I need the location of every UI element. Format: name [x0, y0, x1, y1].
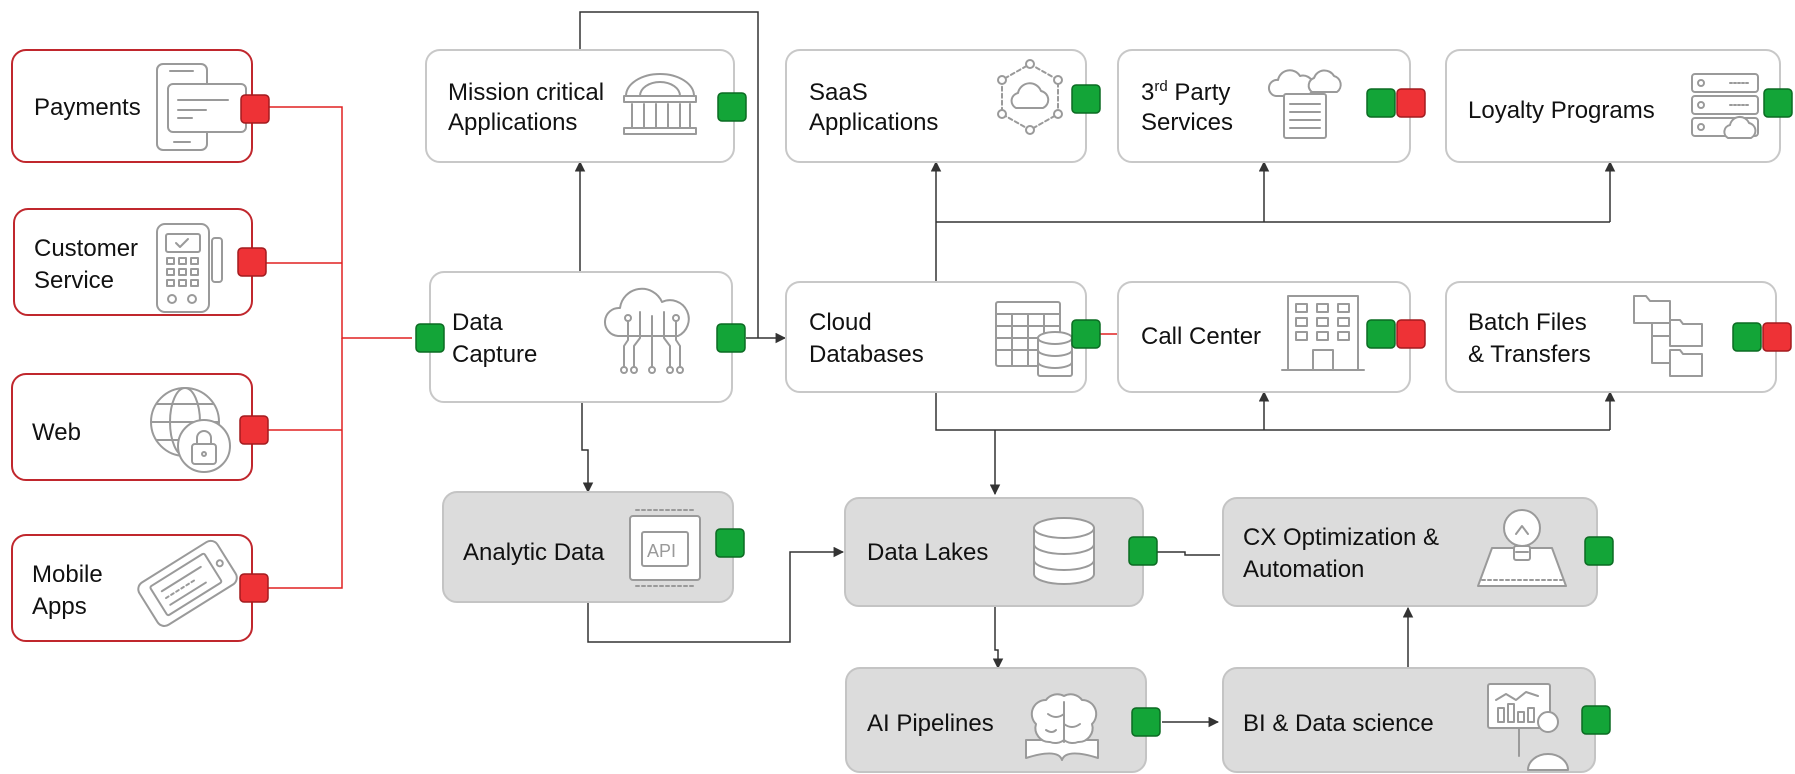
database-icon: [1033, 517, 1095, 585]
status-ok-indicator: [715, 528, 745, 558]
node-label: Call Center: [1141, 323, 1261, 350]
connector-cloud-bus-bottom: [935, 392, 1610, 431]
connector-capture-to-analytic: [581, 402, 594, 494]
smartphone-icon: [137, 539, 238, 627]
node-mission-critical[interactable]: Mission critical Applications: [425, 49, 747, 163]
node-label-line-2: Capture: [452, 341, 537, 368]
node-label: Data Lakes: [867, 539, 988, 566]
connector-data-lakes-to-cx: [1155, 551, 1220, 556]
source-customer-service[interactable]: Customer Service: [13, 208, 267, 316]
node-label: AI Pipelines: [867, 710, 994, 737]
status-ok-indicator: [1732, 322, 1762, 352]
status-alert-indicator: [240, 94, 270, 124]
node-label-line-1: Cloud: [809, 309, 872, 336]
api-chip-icon: API: [629, 509, 701, 587]
node-label-line-1: 3rd Party: [1141, 78, 1230, 106]
node-label-line-2: Services: [1141, 109, 1233, 136]
lightbulb-icon: [1477, 509, 1567, 587]
node-label-line-1: Data: [452, 309, 503, 336]
node-call-center[interactable]: Call Center: [1117, 281, 1426, 393]
node-label-line-2: Automation: [1243, 556, 1364, 583]
node-analytic-data[interactable]: Analytic Data API: [442, 491, 745, 603]
node-cx-optimization[interactable]: CX Optimization & Automation: [1222, 497, 1614, 607]
node-label-line-2: & Transfers: [1468, 341, 1591, 368]
connector-mobile-apps: [268, 338, 343, 589]
status-ok-indicator: [1128, 536, 1158, 566]
connector-mission-loop: [579, 11, 759, 338]
status-alert-indicator: [1396, 319, 1426, 349]
globe-lock-icon: [150, 387, 231, 473]
status-ok-indicator-input: [415, 323, 445, 353]
node-data-lakes[interactable]: Data Lakes: [844, 497, 1158, 607]
third-party-word: Party: [1168, 79, 1231, 106]
server-cloud-icon: [1691, 73, 1759, 139]
source-label: Web: [32, 419, 81, 446]
node-batch-files[interactable]: Batch Files & Transfers: [1445, 281, 1792, 393]
status-alert-indicator: [1396, 88, 1426, 118]
api-chip-glyph: API: [647, 541, 676, 561]
brain-book-icon: [1025, 693, 1099, 761]
node-label: Analytic Data: [463, 539, 605, 566]
status-alert-indicator: [1762, 322, 1792, 352]
node-bi-data-science[interactable]: BI & Data science: [1222, 667, 1611, 773]
bank-building-icon: [623, 73, 697, 135]
status-ok-indicator: [1366, 88, 1396, 118]
status-ok-indicator: [1071, 319, 1101, 349]
office-building-icon: [1281, 295, 1365, 371]
status-ok-indicator: [1071, 84, 1101, 114]
folder-tree-icon: [1633, 295, 1703, 377]
third-party-superscript: rd: [1154, 78, 1167, 95]
pos-terminal-icon: [156, 223, 223, 313]
status-ok-indicator: [1763, 88, 1793, 118]
node-loyalty[interactable]: Loyalty Programs: [1445, 49, 1793, 163]
cloud-circuit-icon: [603, 287, 690, 374]
third-party-number: 3: [1141, 79, 1154, 106]
connector-analytic-to-data-lakes: [587, 546, 845, 643]
node-label-line-2: Databases: [809, 341, 924, 368]
connector-data-lakes-to-ai: [992, 606, 1004, 670]
node-label-line-2: Applications: [448, 109, 577, 136]
card-reader-icon: [156, 63, 247, 151]
node-third-party[interactable]: 3rd Party Services: [1117, 49, 1426, 163]
status-ok-indicator-output: [716, 323, 746, 353]
status-alert-indicator: [239, 415, 269, 445]
status-ok-indicator: [1366, 319, 1396, 349]
node-label-line-2: Applications: [809, 109, 938, 136]
cloud-network-icon: [997, 59, 1063, 135]
presenter-chart-icon: [1487, 683, 1569, 771]
source-payments[interactable]: Payments: [11, 49, 270, 163]
table-database-icon: [995, 301, 1073, 377]
connector-payments: [268, 106, 412, 339]
node-data-capture[interactable]: Data Capture: [415, 271, 746, 403]
node-cloud-databases[interactable]: Cloud Databases: [785, 281, 1101, 393]
source-label-line-2: Service: [34, 267, 114, 294]
node-label: BI & Data science: [1243, 710, 1434, 737]
node-label-line-1: Mission critical: [448, 79, 604, 106]
node-ai-pipelines[interactable]: AI Pipelines: [845, 667, 1161, 773]
source-label-line-1: Mobile: [32, 561, 103, 588]
status-ok-indicator: [1131, 707, 1161, 737]
source-label-line-1: Customer: [34, 235, 138, 262]
node-label-line-1: CX Optimization &: [1243, 524, 1439, 551]
node-saas[interactable]: SaaS Applications: [785, 49, 1101, 163]
status-ok-indicator: [1584, 536, 1614, 566]
cloud-server-icon: [1267, 69, 1342, 139]
status-alert-indicator: [239, 573, 269, 603]
status-ok-indicator: [1581, 705, 1611, 735]
source-web[interactable]: Web: [11, 373, 269, 481]
node-label-line-1: SaaS: [809, 79, 868, 106]
source-label-line-2: Apps: [32, 593, 87, 620]
connectors: [266, 11, 1616, 728]
status-ok-indicator: [717, 92, 747, 122]
source-mobile-apps[interactable]: Mobile Apps: [11, 534, 269, 642]
node-label-line-1: Batch Files: [1468, 309, 1587, 336]
source-label: Payments: [34, 94, 141, 121]
node-label: Loyalty Programs: [1468, 97, 1655, 124]
status-alert-indicator: [237, 247, 267, 277]
